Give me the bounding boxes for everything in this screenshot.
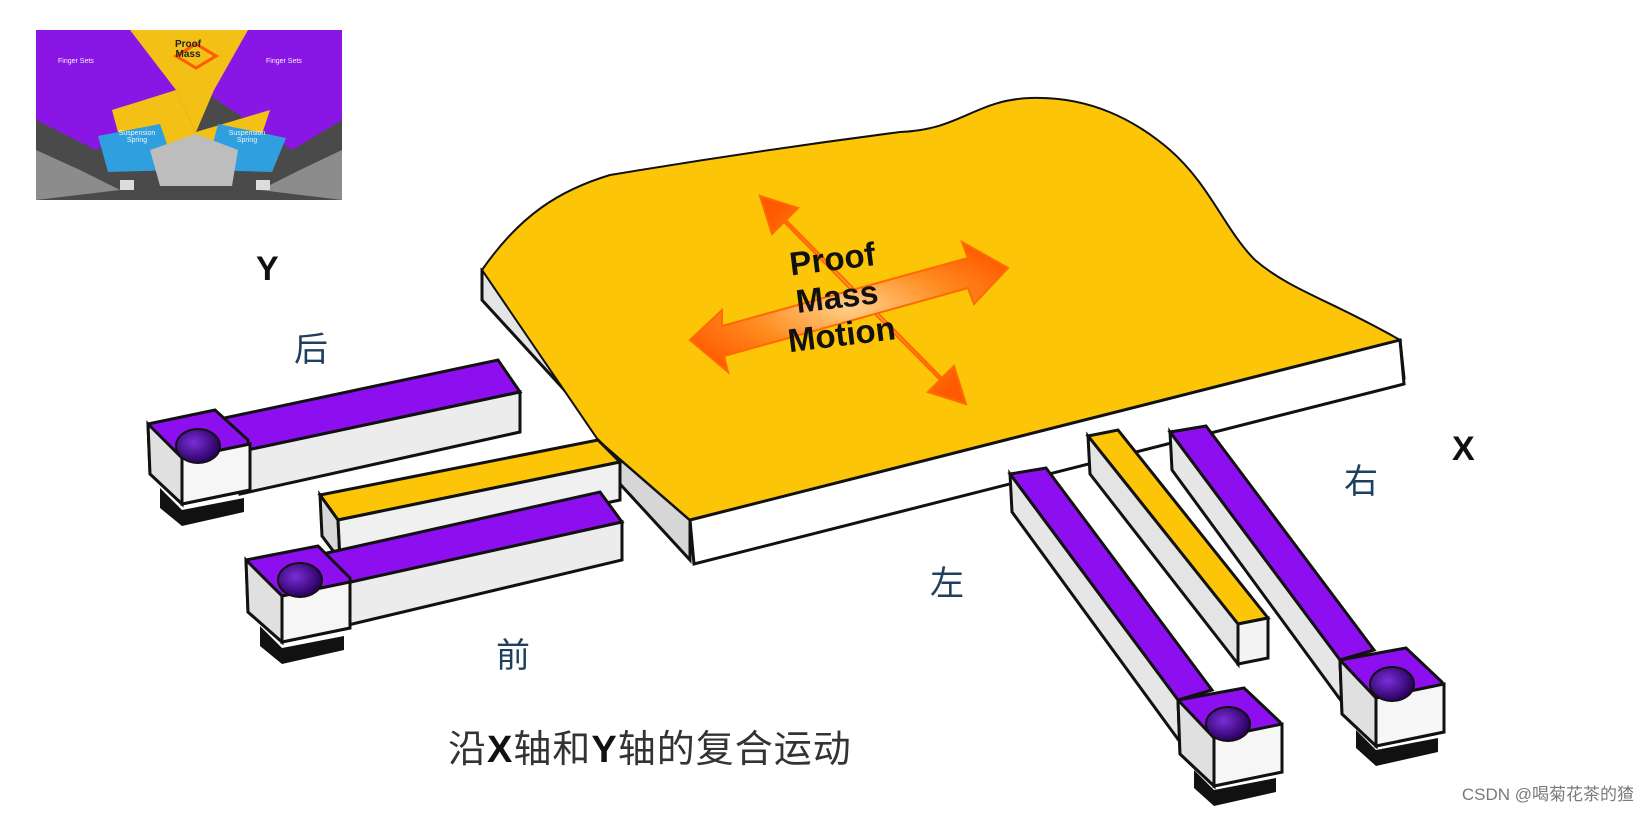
fixed-finger-front [244, 490, 625, 664]
thumb-label-proof-mass: Proof Mass [174, 39, 202, 60]
direction-right-label: 右 [1344, 462, 1378, 502]
anchor-hole-icon [277, 562, 323, 598]
thumbnail-labels: Finger Sets Finger Sets Proof Mass Suspe… [36, 30, 342, 200]
thumbnail-image [36, 30, 342, 200]
moving-finger-x [1085, 428, 1271, 669]
direction-front-label: 前 [496, 636, 530, 676]
anchor-hole-icon [175, 428, 221, 464]
fixed-finger-right [1167, 424, 1446, 766]
axis-y-label: Y [256, 250, 279, 288]
motion-arrows-icon [688, 194, 1010, 406]
thumb-label-finger-sets-right: Finger Sets [266, 58, 302, 65]
direction-back-label: 后 [294, 330, 328, 370]
thumb-label-spring-right: Suspension Spring [228, 130, 266, 144]
anchor-hole-icon [1205, 706, 1251, 742]
proof-mass-lower-face [688, 338, 1406, 566]
watermark: CSDN @喝菊花茶的猹 [1461, 785, 1634, 804]
caption: 沿X轴和Y轴的复合运动 [448, 727, 852, 771]
arrow-horizontal [688, 239, 1010, 375]
thumb-label-finger-sets-left: Finger Sets [58, 58, 94, 65]
proof-mass-top [480, 96, 1403, 522]
direction-left-label: 左 [930, 564, 964, 604]
axis-x-label: X [1452, 430, 1475, 468]
fixed-finger-back [146, 358, 523, 526]
thumb-label-spring-left: Suspension Spring [118, 130, 156, 144]
anchor-hole-icon [1369, 666, 1415, 702]
proof-mass [480, 96, 1406, 566]
fixed-finger-left [1007, 466, 1284, 806]
proof-mass-motion-label: Proof Mass Motion [785, 235, 898, 360]
